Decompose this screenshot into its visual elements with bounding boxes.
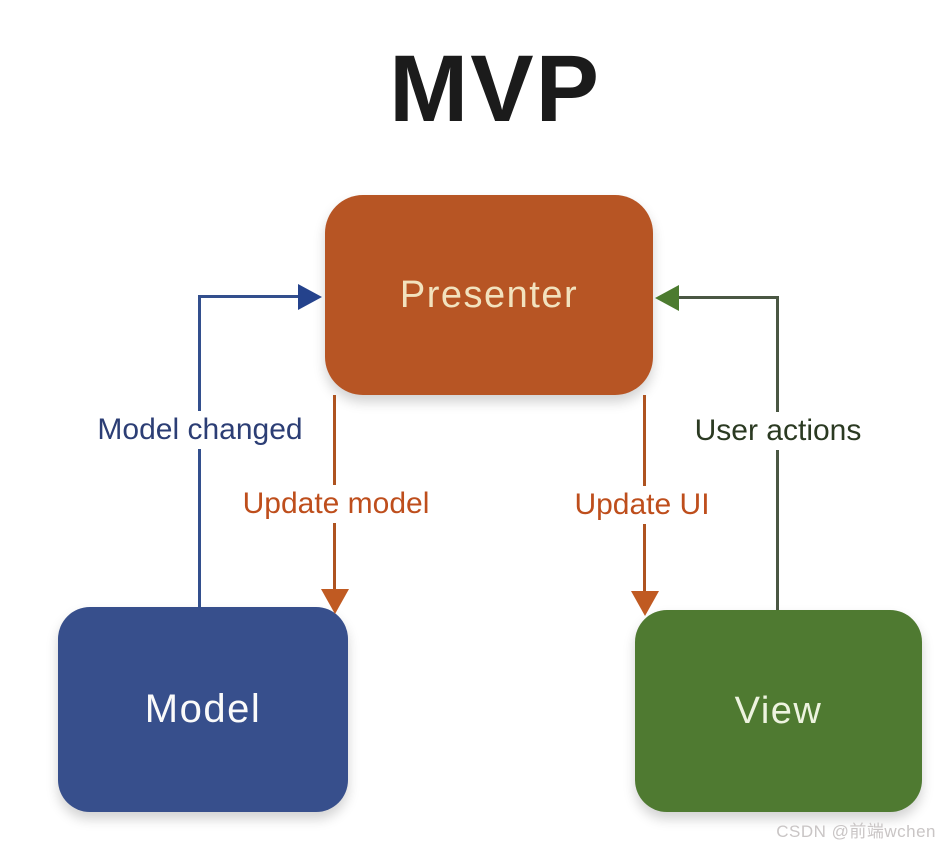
edge-label-update-ui: Update UI — [565, 486, 719, 524]
arrowhead-left-icon — [655, 285, 679, 311]
edge-view-to-presenter-vertical-line — [776, 296, 779, 610]
view-label: View — [734, 689, 823, 732]
edge-model-to-presenter-vertical-line — [198, 297, 201, 608]
node-view: View — [635, 610, 922, 812]
edge-label-user-actions: User actions — [685, 412, 871, 450]
edge-view-to-presenter-horizontal-line — [679, 296, 779, 299]
model-label: Model — [144, 687, 262, 731]
arrowhead-down-icon — [631, 591, 659, 616]
arrowhead-down-icon — [321, 589, 349, 614]
edge-label-update-model: Update model — [233, 485, 439, 523]
node-presenter: Presenter — [325, 195, 653, 395]
watermark: CSDN @前端wchen — [776, 822, 936, 841]
diagram-title: MVP — [389, 36, 601, 142]
edge-model-to-presenter-horizontal-line — [198, 295, 300, 298]
node-model: Model — [58, 607, 348, 812]
edge-label-model-changed: Model changed — [88, 411, 312, 449]
presenter-label: Presenter — [399, 273, 579, 316]
arrowhead-right-icon — [298, 284, 322, 310]
